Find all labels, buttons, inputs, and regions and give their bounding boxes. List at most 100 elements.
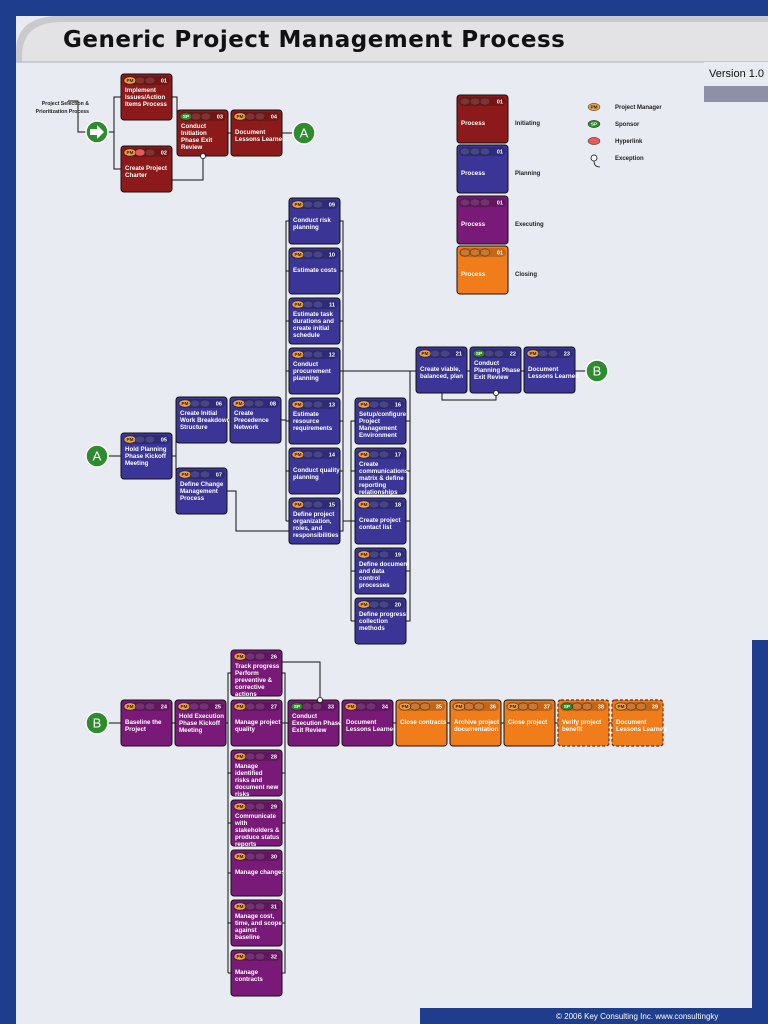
hyperlink-icon[interactable] xyxy=(134,148,146,157)
empty-chip xyxy=(254,952,266,961)
exception-line xyxy=(172,156,204,181)
process-node-box xyxy=(288,347,341,395)
role-chip xyxy=(291,400,305,409)
role-chip-text: PM xyxy=(422,351,429,356)
node-number: 33 xyxy=(328,705,334,711)
node-label: quality xyxy=(235,726,255,733)
node-label: Verify project xyxy=(562,719,601,726)
node-label: Meeting xyxy=(125,460,149,467)
node-number: 06 xyxy=(216,402,222,408)
node-label: Document xyxy=(528,366,558,373)
legend-num: 01 xyxy=(497,251,503,257)
empty-chip xyxy=(368,400,380,409)
legend-phase-name: Planning xyxy=(515,171,541,177)
node-label: Archive project xyxy=(454,719,499,726)
role-chip-text: PM xyxy=(237,904,244,909)
role-chip-text: PM xyxy=(361,452,368,457)
connector-a-in[interactable]: A xyxy=(85,444,109,468)
connector-a-out[interactable]: A xyxy=(292,121,316,145)
role-chip-text: PM xyxy=(127,437,134,442)
role-chip-text: PM xyxy=(295,302,302,307)
node-label: Network xyxy=(234,424,259,431)
process-node-box xyxy=(174,699,227,747)
process-node-box xyxy=(354,547,407,595)
empty-chip xyxy=(312,350,324,359)
flow-line xyxy=(226,672,231,724)
external-input-label: Project Selection &Prioritization Proces… xyxy=(36,101,90,115)
process-node-box xyxy=(354,447,407,495)
role-chip xyxy=(233,852,247,861)
empty-chip xyxy=(302,400,314,409)
process-node-box xyxy=(230,649,283,697)
connector-circle xyxy=(292,121,316,145)
process-node-box xyxy=(175,396,228,444)
node-number: 20 xyxy=(395,603,401,609)
empty-chip xyxy=(244,802,256,811)
legend-num: 01 xyxy=(497,201,503,207)
role-chip-text: PM xyxy=(361,552,368,557)
empty-chip xyxy=(311,702,323,711)
node-label: schedule xyxy=(293,332,320,339)
empty-chip xyxy=(200,112,212,121)
node-label: Exit Review xyxy=(474,374,509,381)
role-chip xyxy=(290,702,304,711)
role-chip xyxy=(560,702,574,711)
connector-b-out[interactable]: B xyxy=(585,359,609,383)
legend-phase-name: Initiating xyxy=(515,121,540,127)
role-chip xyxy=(233,752,247,761)
node-number: 34 xyxy=(382,705,389,711)
process-node-box xyxy=(611,699,664,747)
empty-chip xyxy=(473,702,485,711)
node-label: relationships xyxy=(359,489,398,496)
role-chip-text: PM xyxy=(237,854,244,859)
node-label: resource xyxy=(293,418,320,425)
node-label: Document xyxy=(346,719,376,726)
connector-b-in[interactable]: B xyxy=(85,711,109,735)
role-chip-text: PM xyxy=(361,502,368,507)
node-label: and data xyxy=(359,568,385,575)
role-chip xyxy=(506,702,520,711)
legend-chip-text: SP xyxy=(591,122,597,127)
process-node-box xyxy=(288,247,341,295)
role-chip-text: PM xyxy=(295,252,302,257)
